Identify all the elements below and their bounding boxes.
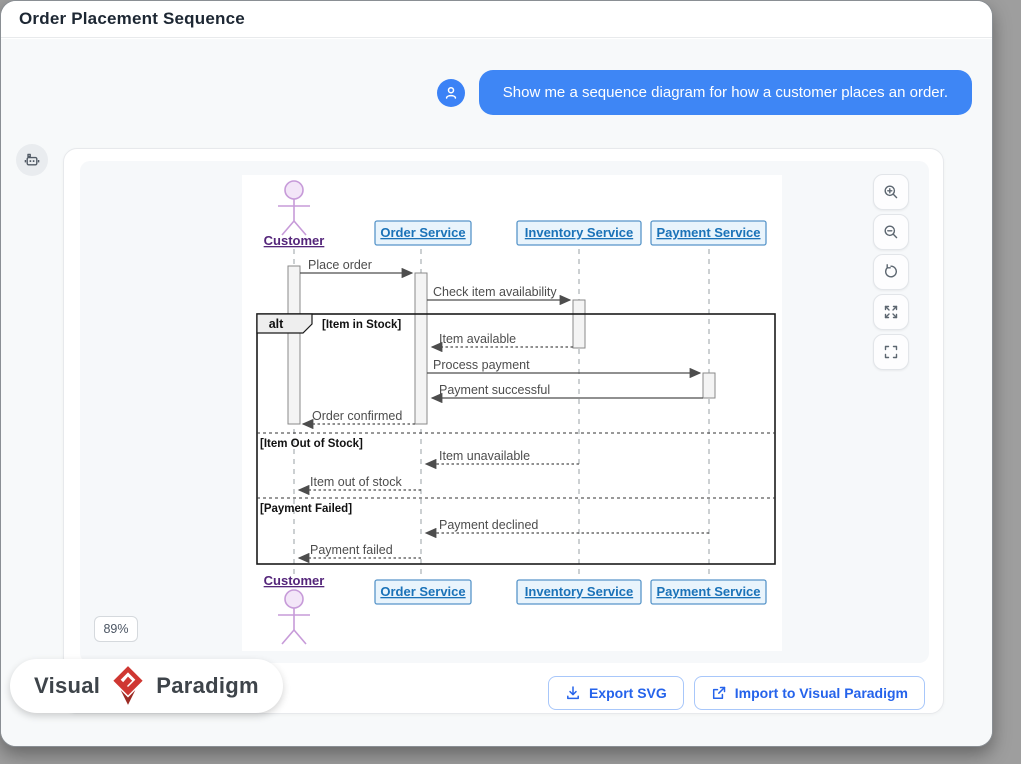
participant-boxes-bottom [374,579,767,605]
zoom-out-button[interactable] [873,214,909,250]
reset-view-button[interactable] [873,254,909,290]
alt-operator-pentagon [256,313,313,334]
message-label: Payment declined [439,518,538,532]
message-label: Check item availability [433,285,557,299]
message-label: Payment failed [310,543,393,557]
reset-icon [885,264,897,278]
participant-inventory-service: Inventory Service [525,225,633,240]
message-label: Item unavailable [439,449,530,463]
actor-figure-bottom [278,589,310,645]
import-to-vp-button[interactable]: Import to Visual Paradigm [693,676,925,710]
message-label: Item out of stock [310,475,402,489]
participant-order-service: Order Service [380,225,465,240]
visual-paradigm-logo[interactable]: Visual Paradigm [10,659,283,713]
participant-order-service: Order Service [380,584,465,599]
alt-fragment: alt [Item in Stock] [Item Out of Stock] … [256,313,776,565]
zoom-out-icon [884,225,898,239]
user-chat-bubble: Show me a sequence diagram for how a cus… [478,70,972,115]
viewer-controls [873,174,909,370]
bot-avatar [16,144,48,176]
participants-bottom: Customer [264,573,767,645]
zoom-in-button[interactable] [873,174,909,210]
message-label: Item available [439,332,516,346]
participant-payment-service: Payment Service [656,584,760,599]
message-label: Order confirmed [312,409,402,423]
guard-item-in-stock: [Item in Stock] [322,319,401,331]
participants-top: Customer Order Service Inventory Service… [264,180,767,248]
guard-item-out-of-stock: [Item Out of Stock] [260,438,363,450]
robot-icon [24,153,40,166]
zoom-level-badge: 89% [94,616,138,642]
page-title: Order Placement Sequence [19,9,245,28]
message-label: Payment successful [439,383,550,397]
alt-operator-label: alt [269,317,284,331]
import-to-vp-label: Import to Visual Paradigm [734,685,908,701]
visual-paradigm-diamond-icon [113,666,143,705]
fullscreen-icon [884,345,898,359]
expand-icon [884,305,898,319]
participant-payment-service: Payment Service [656,225,760,240]
user-avatar [436,79,465,107]
message-label: Place order [308,258,372,272]
message-arrows [297,267,709,564]
export-svg-button[interactable]: Export SVG [547,676,684,710]
app-window: Order Placement Sequence Show me a seque… [0,0,993,747]
export-svg-label: Export SVG [588,685,667,701]
fullscreen-button[interactable] [873,334,909,370]
participant-inventory-service: Inventory Service [525,584,633,599]
diagram-card: alt [Item in Stock] [Item Out of Stock] … [63,148,944,714]
zoom-in-icon [884,185,898,199]
brand-word-paradigm: Paradigm [156,673,259,698]
actor-figure-top [278,180,310,236]
person-icon [445,86,456,99]
external-link-icon [712,686,726,700]
participant-customer: Customer [264,233,325,248]
activation-bars [287,265,716,425]
sequence-diagram-canvas[interactable]: alt [Item in Stock] [Item Out of Stock] … [242,175,782,651]
download-icon [567,686,579,700]
guard-payment-failed: [Payment Failed] [260,503,352,515]
sequence-diagram-svg: alt [Item in Stock] [Item Out of Stock] … [256,180,776,645]
diagram-viewport[interactable]: alt [Item in Stock] [Item Out of Stock] … [80,161,929,663]
participant-boxes-top [374,220,767,246]
message-labels: Place order Check item availability Item… [308,258,557,557]
card-footer: Export SVG Import to Visual Paradigm [547,676,925,710]
user-message-row: Show me a sequence diagram for how a cus… [436,70,972,115]
chat-content: Show me a sequence diagram for how a cus… [1,39,992,746]
brand-word-visual: Visual [34,673,101,698]
participant-customer: Customer [264,573,325,588]
message-label: Process payment [433,358,530,372]
titlebar: Order Placement Sequence [1,1,992,38]
expand-button[interactable] [873,294,909,330]
